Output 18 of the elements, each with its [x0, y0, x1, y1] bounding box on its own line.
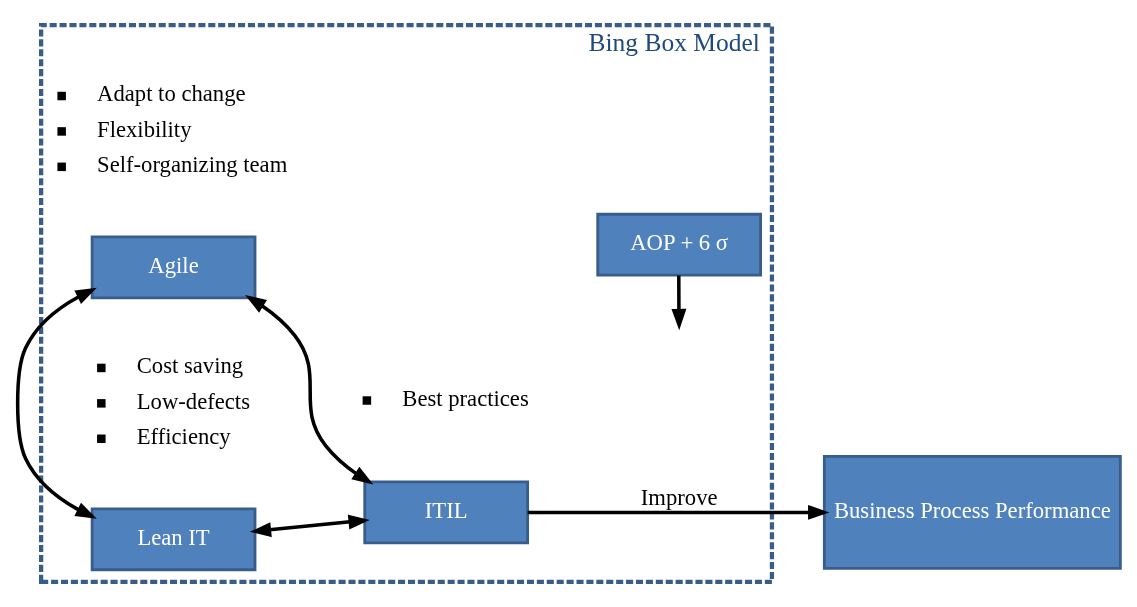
- arrow: [15, 287, 97, 519]
- arrow: [670, 275, 686, 331]
- node-label: Adapt to change: [96, 81, 246, 107]
- node-box: Business Process Performance: [822, 455, 1122, 570]
- node-label: Self-organizing team: [96, 152, 287, 178]
- node-box: ITIL: [362, 480, 529, 545]
- node-box: AOP + 6 σ: [595, 212, 762, 277]
- node-label: Efficiency: [136, 424, 231, 450]
- node-label: Best practices: [401, 385, 529, 411]
- node-label: Low-defects: [136, 388, 250, 414]
- edge-label: Improve: [640, 485, 718, 511]
- node-box: Agile: [90, 235, 256, 300]
- arrow: [249, 514, 370, 538]
- node-label: Cost saving: [136, 353, 243, 379]
- arrow: [527, 504, 829, 520]
- arrow: [244, 295, 373, 485]
- node-label: Flexibility: [96, 116, 191, 142]
- node-box: Lean IT: [90, 507, 256, 572]
